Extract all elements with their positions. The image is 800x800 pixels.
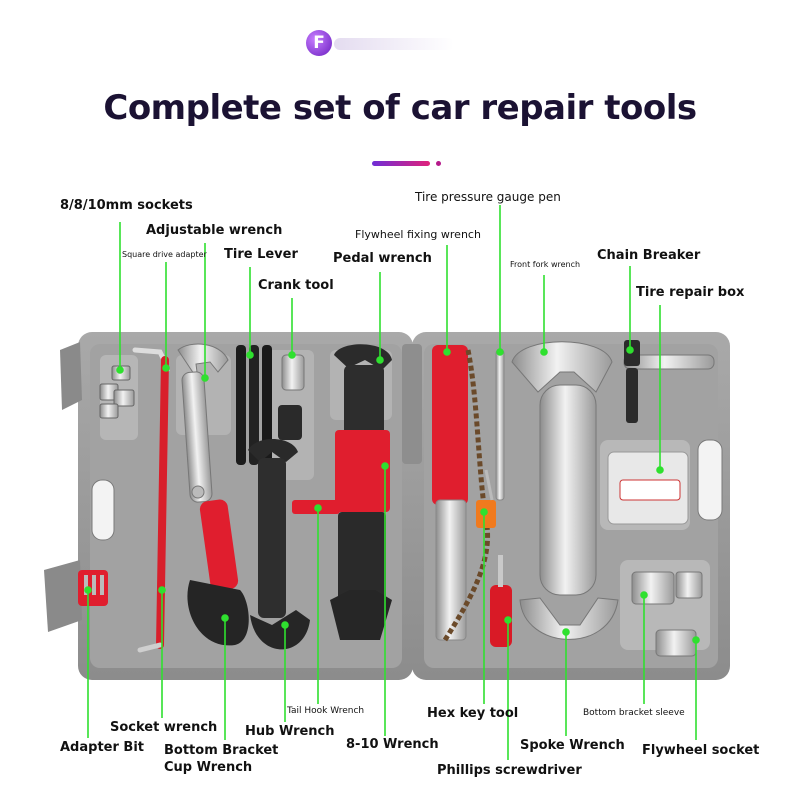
label-pedal-wrench: Pedal wrench [333,251,432,266]
label-adapter-bit: Adapter Bit [60,740,144,755]
case-latch [402,344,422,464]
adapter-bit-tool [78,570,108,606]
label-phillips-screwdriver: Phillips screwdriver [437,763,582,778]
phillips-screwdriver-tool [490,555,512,647]
label-crank-tool: Crank tool [258,278,334,293]
label-flywheel-socket: Flywheel socket [642,743,760,758]
case-hinge-top [60,342,82,410]
title-underline [372,161,430,166]
label-tire-lever: Tire Lever [224,247,298,262]
label-chain-breaker: Chain Breaker [597,248,701,263]
label-socket-wrench: Socket wrench [110,720,218,735]
crank-tool [278,354,305,440]
bottom-bracket-sleeve-tool [631,571,675,605]
brand-logo-faded-text [334,38,454,50]
label-spoke-wrench: Spoke Wrench [520,738,625,753]
case-handle-right [697,439,723,521]
label-front-fork-wrench: Front fork wrench [510,260,581,269]
case-handle-left [91,479,115,541]
label-sockets: 8/8/10mm sockets [60,198,193,213]
bottom-bracket-sleeve-tool-2 [675,571,703,599]
label-bottom-bracket-line1: Bottom Bracket [164,743,279,758]
chain-breaker-tool [623,340,715,423]
label-8-10-wrench: 8-10 Wrench [346,737,439,752]
flywheel-socket-tool [655,629,697,657]
title-underline-dot [436,161,441,166]
label-tire-repair-box: Tire repair box [636,285,745,300]
pedal-wrench-tool [330,344,392,640]
label-square-drive-adapter: Square drive adapter [122,250,207,259]
page-title: Complete set of car repair tools [103,88,697,128]
front-fork-wrench-tool [511,341,619,640]
hub-wrench-tool [248,438,310,650]
bottom-bracket-cup-wrench-tool [187,499,249,646]
label-flywheel-fixing-wrench: Flywheel fixing wrench [355,228,481,241]
label-tire-pressure-gauge-pen: Tire pressure gauge pen [415,190,561,204]
brand-logo: F [306,30,332,56]
tire-lever-tool [236,345,272,465]
tire-repair-box-tool [607,451,689,525]
case-hinge-bottom [44,560,82,632]
adjustable-wrench-tool [177,343,229,503]
callout-lines [84,205,700,760]
label-bottom-bracket-sleeve: Bottom bracket sleeve [583,708,685,718]
label-adjustable-wrench: Adjustable wrench [146,223,283,238]
label-hub-wrench: Hub Wrench [245,724,335,739]
label-bottom-bracket-line2: Cup Wrench [164,760,253,775]
label-tail-hook-wrench: Tail Hook Wrench [287,706,365,716]
label-hex-key-tool: Hex key tool [427,706,519,721]
tire-pressure-gauge-pen-tool [495,349,505,501]
